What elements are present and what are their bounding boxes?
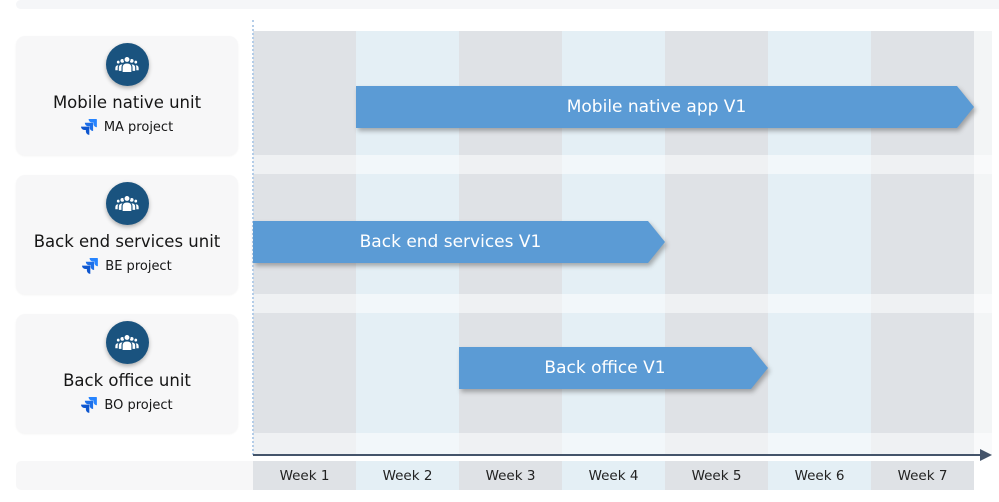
project-label: BO project [104,397,173,413]
row-gap-band [253,155,992,174]
team-people-icon [105,43,149,86]
team-project: BO project [81,397,173,413]
team-project: BE project [82,258,172,274]
gantt-bar: Back end services V1 [253,221,665,263]
week-axis-label: Week 7 [871,461,974,490]
row-gap-band [253,294,992,313]
project-label: MA project [103,119,174,135]
team-panel: Mobile native unit MA project [16,36,238,155]
team-people-icon [105,321,149,364]
gantt-bar-label: Back office V1 [544,358,666,378]
week-axis-label: Week 3 [459,461,562,490]
jira-icon [80,119,97,135]
project-label: BE project [105,258,172,274]
chart-right-margin [974,31,992,455]
gantt-bar: Mobile native app V1 [356,86,974,128]
gantt-bar-label: Back end services V1 [359,232,542,252]
gantt-bar-label: Mobile native app V1 [566,97,747,117]
right-arrowhead-icon [980,449,992,461]
team-name: Mobile native unit [52,93,202,112]
timeline-axis [253,454,982,456]
team-panel: Back end services unit BE project [16,175,238,294]
team-people-icon [105,182,149,225]
week-axis-label: Week 5 [665,461,768,490]
team-name: Back office unit [63,371,191,390]
week-axis-label: Week 2 [356,461,459,490]
gantt-bar-shape: Back office V1 [459,347,768,389]
week-axis-label: Week 6 [768,461,871,490]
footer-left-strip [16,461,253,490]
gantt-bar-shape: Back end services V1 [253,221,665,263]
week-axis-label: Week 1 [253,461,356,490]
gantt-bar-shape: Mobile native app V1 [356,86,974,128]
team-panel: Back office unit BO project [16,314,238,433]
jira-icon [82,258,99,274]
row-gap-band [253,433,992,454]
top-strip [16,0,999,9]
team-project: MA project [80,119,174,135]
jira-icon [81,397,98,413]
gantt-bar: Back office V1 [459,347,768,389]
team-name: Back end services unit [33,232,221,251]
week-axis-label: Week 4 [562,461,665,490]
